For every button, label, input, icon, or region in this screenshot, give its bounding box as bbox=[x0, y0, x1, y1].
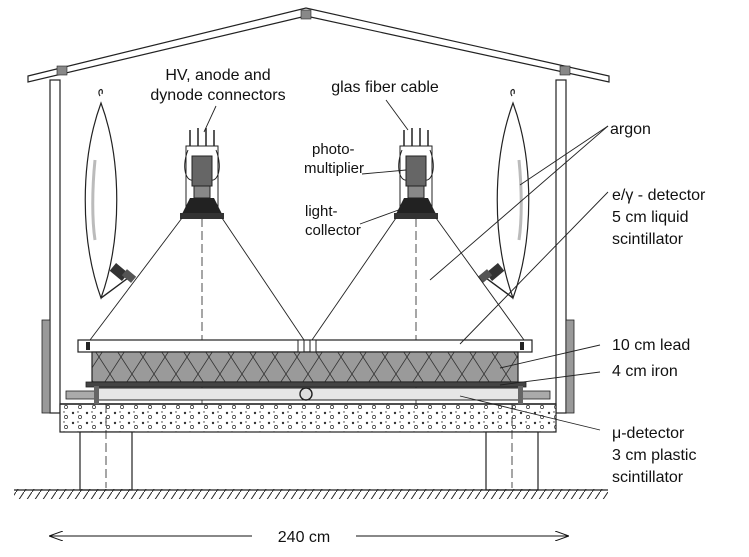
egamma-detector bbox=[77, 339, 533, 353]
lead-layer bbox=[91, 351, 519, 383]
axis-lines bbox=[105, 218, 513, 488]
label-dimension: 240 cm bbox=[278, 529, 330, 546]
label-pm-1: photo- bbox=[312, 141, 355, 158]
label-egamma-2: 5 cm liquid bbox=[612, 209, 688, 226]
light-cones bbox=[89, 217, 525, 341]
label-argon: argon bbox=[610, 121, 651, 138]
label-iron: 4 cm iron bbox=[612, 363, 678, 380]
dimension-line: 240 cm bbox=[50, 529, 568, 546]
label-pm-2: multiplier bbox=[304, 160, 364, 177]
label-mu-1: μ-detector bbox=[612, 425, 685, 442]
label-egamma-3: scintillator bbox=[612, 231, 684, 248]
label-mu-3: scintillator bbox=[612, 469, 684, 486]
photomultiplier-left bbox=[180, 128, 224, 219]
label-hv-2: dynode connectors bbox=[150, 87, 285, 104]
mu-detector bbox=[65, 386, 551, 404]
gas-valve-left bbox=[100, 263, 137, 299]
photomultiplier-right bbox=[394, 128, 438, 219]
concrete-floor bbox=[59, 403, 557, 433]
argon-balloon-left bbox=[84, 88, 118, 300]
iron-plate bbox=[85, 381, 527, 388]
label-lc-1: light- bbox=[305, 203, 338, 220]
support-pillars bbox=[79, 431, 539, 491]
house-walls bbox=[41, 79, 575, 414]
label-lc-2: collector bbox=[305, 222, 361, 239]
label-glass-fiber: glas fiber cable bbox=[331, 79, 439, 96]
ground-surface bbox=[14, 489, 608, 499]
label-egamma-1: e/γ - detector bbox=[612, 187, 706, 204]
house-roof bbox=[27, 7, 610, 83]
argon-balloon-right bbox=[496, 88, 530, 300]
label-hv-1: HV, anode and bbox=[165, 67, 270, 84]
leader-lines bbox=[203, 99, 609, 431]
label-lead: 10 cm lead bbox=[612, 337, 690, 354]
label-mu-2: 3 cm plastic bbox=[612, 447, 696, 464]
